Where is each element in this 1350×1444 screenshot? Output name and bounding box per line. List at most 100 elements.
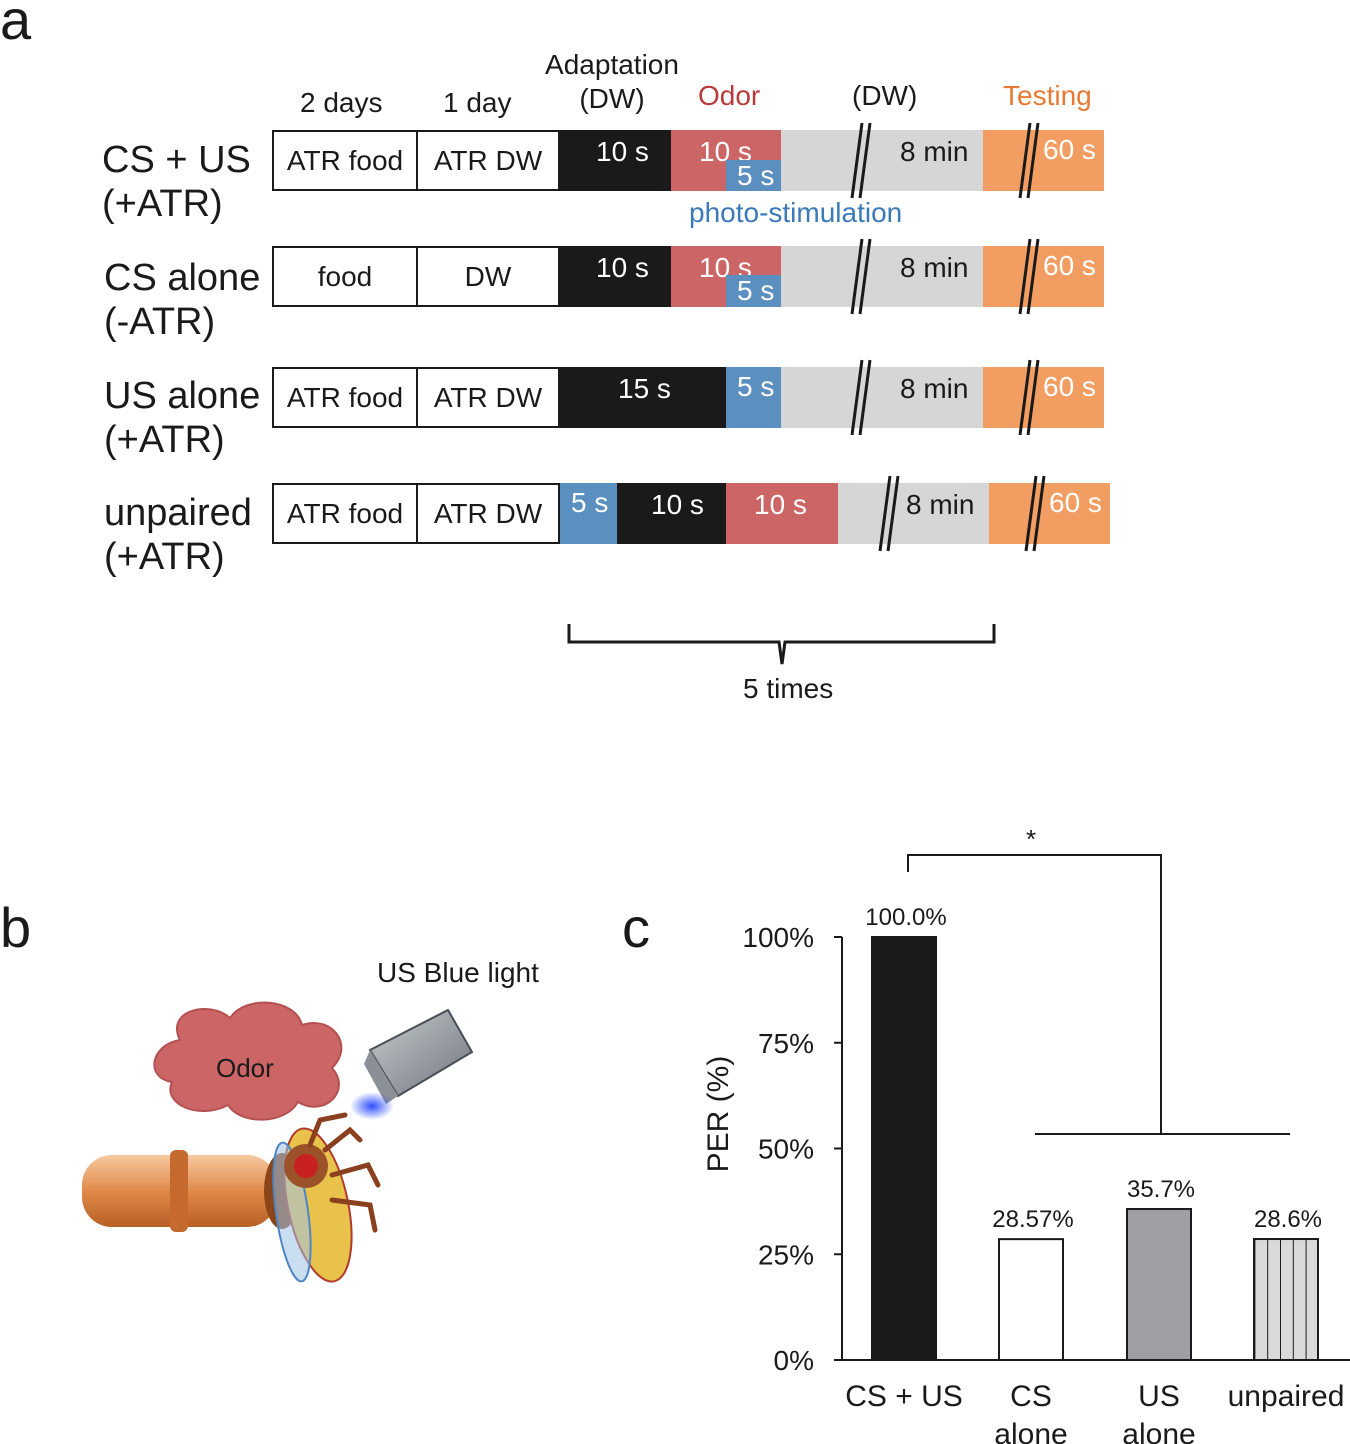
row-label-unpaired: unpaired (+ATR) [104, 491, 252, 579]
y-tick-label: 75% [758, 1028, 814, 1059]
break-mark [878, 475, 900, 552]
interval-segment: 8 min [838, 483, 989, 544]
odor-duration: 10 s [754, 489, 807, 520]
odor-cloud [153, 1001, 343, 1121]
adaptation-duration: 10 s [596, 252, 649, 283]
row-label-line2: (+ATR) [104, 419, 225, 462]
testing-segment: 60 s [983, 130, 1104, 191]
row-label-us-alone: US alone (+ATR) [104, 374, 260, 462]
row-label-cs-alone: CS alone (-ATR) [104, 256, 260, 344]
y-tick-label: 25% [758, 1239, 814, 1270]
significance-bracket [907, 854, 1162, 1134]
x-category-label: unpaired [1228, 1380, 1345, 1413]
bar [871, 936, 937, 1361]
interval-segment: 8 min [781, 246, 983, 307]
row-label-line1: US alone [104, 375, 261, 417]
x-category-label: CS [1010, 1380, 1052, 1413]
break-mark [850, 122, 872, 199]
significance-star: * [1026, 824, 1036, 854]
atr-food-box: ATR food [272, 483, 418, 544]
row-label-line2: (+ATR) [104, 536, 225, 579]
interval-duration: 8 min [900, 136, 969, 167]
light-segment: 5 s [726, 367, 781, 428]
odor-label: Odor [216, 1053, 274, 1083]
break-mark [1018, 359, 1040, 436]
panel-a-letter: a [0, 0, 32, 51]
header-1-day: 1 day [443, 87, 512, 118]
light-duration: 5 s [737, 160, 775, 191]
testing-duration: 60 s [1049, 487, 1102, 518]
bar-value-label: 35.7% [1127, 1176, 1195, 1203]
interval-segment: 8 min [781, 367, 983, 428]
header-dw: (DW) [852, 80, 918, 111]
atr-dw-box: ATR DW [416, 367, 560, 428]
us-blue-light-label: US Blue light [377, 957, 539, 988]
interval-duration: 8 min [900, 373, 969, 404]
adaptation-duration: 10 s [596, 136, 649, 167]
atr-dw-box: ATR DW [416, 130, 560, 191]
y-axis-title: PER (%) [702, 1056, 735, 1173]
row-label-line1: CS + US [102, 139, 251, 181]
photo-stimulation-label: photo-stimulation [689, 197, 903, 228]
x-category-label: CS + US [845, 1380, 963, 1413]
header-odor: Odor [698, 80, 761, 111]
break-mark [1018, 122, 1040, 199]
header-adaptation: Adaptation (DW) [541, 48, 683, 115]
atr-food-box: ATR food [272, 130, 418, 191]
row-label-line2: (-ATR) [104, 301, 216, 344]
light-segment: 5 s [726, 160, 781, 191]
header-2-days: 2 days [300, 87, 383, 118]
row-label-line1: CS alone [104, 257, 261, 299]
light-duration: 5 s [737, 275, 775, 306]
five-times-label: 5 times [743, 673, 834, 704]
bar [998, 1238, 1064, 1362]
testing-duration: 60 s [1043, 371, 1096, 402]
testing-duration: 60 s [1043, 134, 1096, 165]
y-tick-label: 0% [774, 1345, 814, 1376]
adaptation-segment: 10 s [560, 130, 671, 191]
adaptation-duration: 10 s [651, 489, 704, 520]
adaptation-segment: 15 s [560, 367, 726, 428]
y-tick-label: 50% [758, 1134, 814, 1165]
testing-segment: 60 s [983, 367, 1104, 428]
bar-value-label: 28.6% [1254, 1206, 1322, 1233]
break-mark [1024, 475, 1046, 552]
testing-segment: 60 s [989, 483, 1110, 544]
adaptation-segment: 10 s [617, 483, 726, 544]
light-source [350, 1008, 474, 1120]
adaptation-segment: 10 s [560, 246, 671, 307]
x-category-label: alone [994, 1418, 1067, 1444]
odor-segment: 10 s [726, 483, 838, 544]
row-label-cs-us: CS + US (+ATR) [102, 138, 251, 226]
fly [272, 1112, 381, 1283]
interval-duration: 8 min [906, 489, 975, 520]
dw-box: DW [416, 246, 560, 307]
break-marks [850, 122, 1046, 552]
header-adaptation-line2: (DW) [579, 82, 645, 114]
food-box: food [272, 246, 418, 307]
five-times-brace [567, 624, 996, 665]
atr-dw-box: ATR DW [416, 483, 560, 544]
y-tick-label: 100% [742, 922, 814, 953]
timeline-overlay [567, 122, 1046, 665]
header-adaptation-line1: Adaptation [545, 49, 679, 80]
break-mark [1018, 238, 1040, 315]
header-testing: Testing [1003, 80, 1092, 111]
light-segment: 5 s [726, 275, 781, 307]
bar-value-label: 100.0% [865, 904, 946, 931]
panel-c-letter: c [622, 896, 650, 959]
light-segment: 5 s [560, 483, 617, 544]
bar [1126, 1207, 1192, 1362]
bar-value-label: 28.57% [992, 1206, 1073, 1233]
interval-duration: 8 min [900, 252, 969, 283]
testing-segment: 60 s [983, 246, 1104, 307]
x-category-label: alone [1122, 1418, 1195, 1444]
row-label-line1: unpaired [104, 492, 252, 534]
testing-duration: 60 s [1043, 250, 1096, 281]
break-mark [850, 238, 872, 315]
x-category-label: US [1138, 1380, 1180, 1413]
light-duration: 5 s [571, 487, 609, 518]
row-label-line2: (+ATR) [102, 183, 223, 226]
fly-setup-illustration: Odor [82, 1001, 474, 1283]
